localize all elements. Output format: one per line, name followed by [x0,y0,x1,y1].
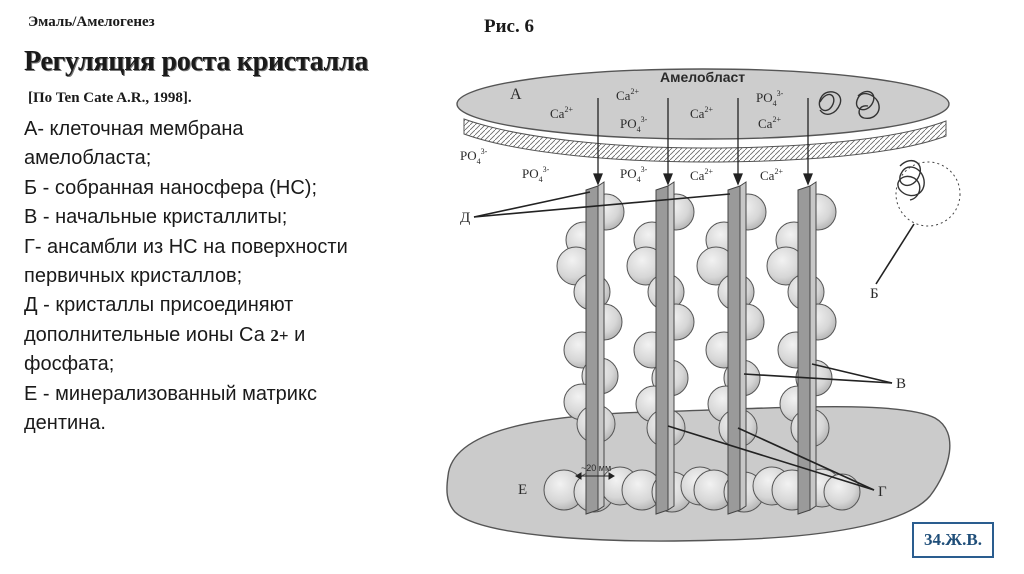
label-a: А [510,86,522,103]
citation: [По Ten Cate A.R., 1998]. [28,90,192,106]
legend-text: А- клеточная мембрана амелобласта; Б - с… [24,115,454,438]
ion-flow-arrows [593,98,813,186]
column-2 [621,181,720,515]
ion-ca-4: Ca2+ [758,115,781,131]
legend-d-charge: 2+ [270,325,289,345]
figure-number: Рис. 6 [484,16,534,37]
legend-e-line2: дентина. [24,412,106,435]
legend-d-tail: и [288,323,306,346]
pointer-g [667,425,875,491]
legend-d-line3: фосфата; [24,353,115,376]
ameloblast-label: Амелобласт [660,69,745,85]
legend-d-line2: дополнительные ионы Са 2+ и [24,321,454,350]
ion-ca-6: Ca2+ [760,167,783,183]
crystal-columns [543,181,861,515]
pointer-b [875,223,915,285]
scale-bar [575,472,615,480]
legend-g-line1: Г- ансамбли из НС на поверхности [24,235,348,258]
ion-ca-2: Ca2+ [616,87,639,103]
legend-d-text: дополнительные ионы Са [24,323,271,346]
label-v: В [896,376,906,392]
label-g: Г [878,484,887,500]
legend-v: В - начальные кристаллиты; [24,206,288,229]
ion-po4-1: PO43- [620,115,648,134]
ion-po4-5: PO43- [620,165,648,184]
column-3 [693,181,792,515]
page-title: Регуляция роста кристалла [24,46,369,77]
topic-label: Эмаль/Амелогенез [28,14,155,30]
cell-membrane [463,118,947,163]
ion-po4-3: PO43- [460,147,488,166]
ion-ca-3: Ca2+ [690,105,713,121]
ion-ca-5: Ca2+ [690,167,713,183]
legend-a-line1: А- клеточная мембрана [24,118,244,140]
ion-labels: Ca2+ Ca2+ PO43- Ca2+ PO43- Ca2+ PO43- PO… [460,87,784,184]
scale-label: ~20 мм [581,463,611,473]
pointer-d [473,191,731,218]
ion-po4-2: PO43- [756,89,784,108]
label-d: Д [460,210,470,226]
label-b: Б [870,286,879,302]
legend-b: Б - собранная наносфера (НС); [24,176,318,199]
pointer-v [743,363,893,384]
legend-g-line2: первичных кристаллов; [24,265,243,288]
nanosphere-tangle [818,90,925,201]
ion-ca-1: Ca2+ [550,105,573,121]
label-e: Е [518,482,527,498]
slide-badge: 34.Ж.В. [912,522,994,558]
ameloblast-cell [456,68,950,140]
legend-e-line1: Е - минерализованный матрикс [24,382,317,405]
legend-d-line1: Д - кристаллы присоединяют [24,294,294,317]
nanosphere-outline [895,161,961,227]
legend-a-line2: амелобласта; [24,147,152,170]
ion-po4-4: PO43- [522,165,550,184]
